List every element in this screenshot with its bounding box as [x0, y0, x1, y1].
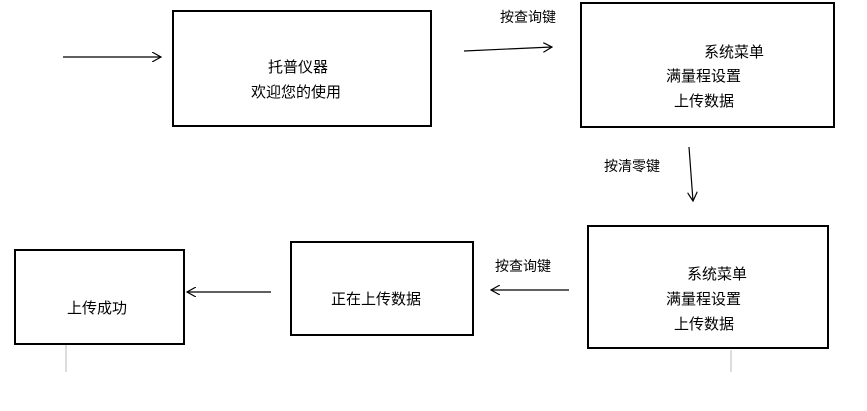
node-menu-top-line2: 满量程设置	[666, 67, 742, 85]
edge-label-query-bottom: 按查询键	[495, 259, 551, 275]
arrow-menu-down	[689, 146, 693, 201]
node-uploading-text: 正在上传数据	[331, 290, 422, 308]
node-menu-top-line1: 系统菜单	[704, 43, 765, 61]
node-menu-bottom-line3: 上传数据	[674, 315, 735, 333]
node-start-line2: 欢迎您的使用	[251, 83, 342, 101]
node-start-line1: 托普仪器	[268, 58, 329, 76]
node-menu-bottom-line2: 满量程设置	[666, 290, 742, 308]
node-done	[14, 249, 185, 345]
node-menu-bottom-line1: 系统菜单	[687, 265, 748, 283]
edge-label-clear: 按清零键	[604, 159, 660, 175]
node-menu-top-line3: 上传数据	[674, 92, 735, 110]
node-menu-bottom	[587, 225, 829, 349]
node-uploading	[290, 241, 474, 336]
node-start	[172, 10, 432, 127]
arrow-start-to-menu	[463, 47, 552, 51]
node-done-text: 上传成功	[67, 299, 128, 317]
edge-label-query-top: 按查询键	[500, 10, 556, 26]
node-menu-top	[580, 2, 835, 128]
